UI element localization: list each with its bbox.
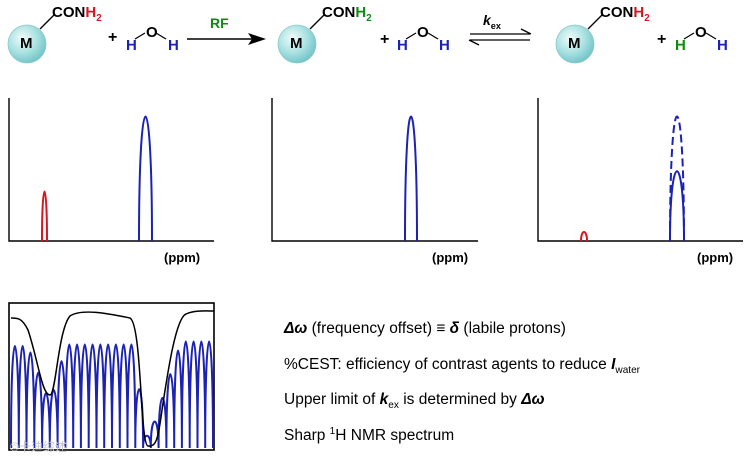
spectrum-3-axes [537, 98, 743, 242]
molecule-2-label: M [290, 35, 303, 52]
molecule-3 [555, 14, 603, 64]
molecule-2-amide-group: CONH2 [322, 4, 372, 24]
molecule-2 [277, 14, 325, 64]
spectrum-1-red-peak [41, 190, 48, 242]
water-1: H O H [126, 24, 179, 54]
watermark: ©卡迪综述 [10, 440, 67, 454]
fact-sharp-nmr: Sharp 1H NMR spectrum [284, 426, 455, 445]
exchange-equilibrium-arrows [468, 28, 532, 46]
water-3: H O H [675, 24, 728, 54]
z-spectrum-envelope [10, 310, 215, 447]
fact-cest-efficiency: %CEST: efficiency of contrast agents to … [284, 356, 641, 377]
molecule-1-amide-group: CONH2 [52, 4, 102, 24]
rf-arrow [187, 33, 266, 45]
spectrum-2-blue-peak [404, 115, 418, 242]
fact-kex-upper-limit: Upper limit of kex is determined by Δω [284, 391, 545, 412]
spectrum-3-unit: (ppm) [697, 250, 734, 265]
molecule-3-label: M [568, 35, 581, 52]
rf-label: RF [210, 15, 229, 31]
plus-sign-1: + [108, 29, 118, 46]
spectrum-1-blue-peak [138, 115, 153, 242]
fact-frequency-offset: Δω (frequency offset) ≡ δ (labile proton… [284, 320, 566, 337]
water-3-bonds [683, 32, 717, 40]
molecule-1-label: M [20, 35, 33, 52]
spectrum-1-unit: (ppm) [164, 250, 201, 265]
plus-sign-3: + [657, 31, 667, 48]
oscillation-wave [10, 340, 214, 449]
spectrum-3-red-peak [580, 231, 588, 242]
spectrum-2-axes [271, 98, 478, 242]
plus-sign-2: + [380, 31, 390, 48]
spectrum-3-blue-peak-reduced [669, 170, 685, 242]
water-1-bonds [134, 32, 167, 40]
spectrum-1-axes [8, 98, 214, 242]
molecule-1 [7, 14, 55, 64]
kex-label: kex [483, 12, 501, 31]
oscillating-signal [10, 340, 214, 449]
spectrum-2-unit: (ppm) [432, 250, 469, 265]
molecule-3-amide-group: CONH2 [600, 4, 650, 24]
water-2: H O H [397, 24, 450, 54]
water-2-bonds [405, 32, 439, 40]
spectrum-3-blue-peak-dashed [669, 115, 685, 242]
